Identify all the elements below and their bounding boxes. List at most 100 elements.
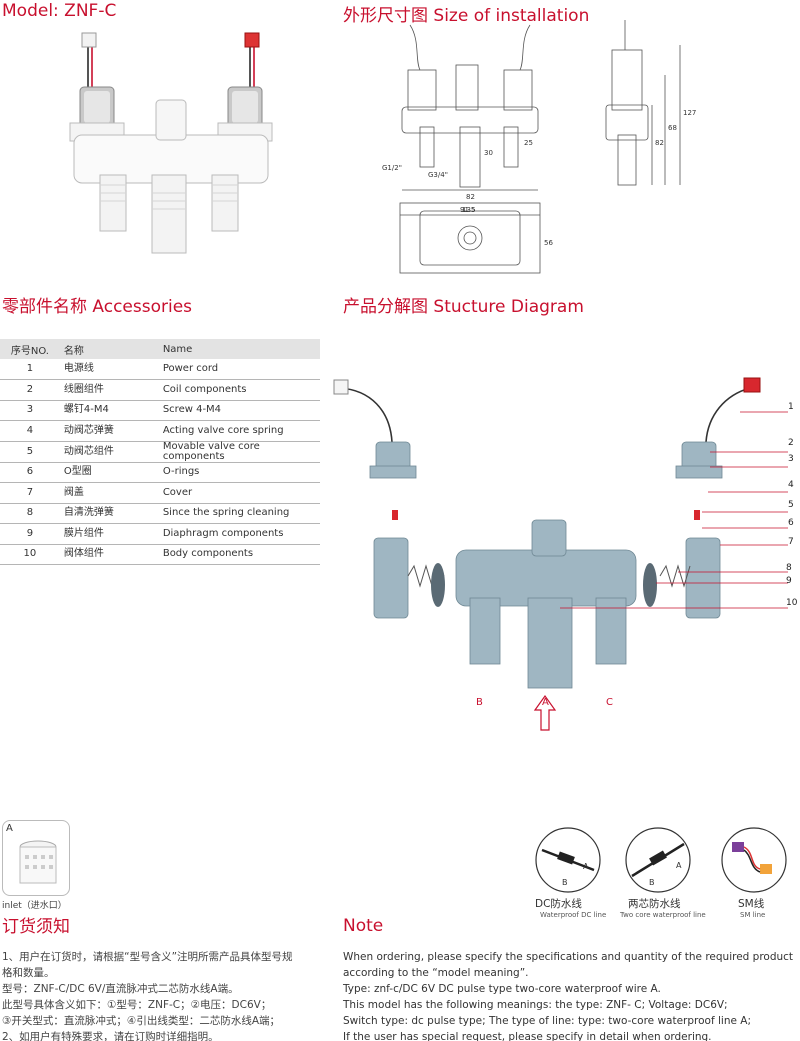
two-core-wire-label: 两芯防水线 — [628, 898, 681, 910]
dc-wire-a: A — [583, 862, 589, 871]
row-cn: 线圈组件 — [59, 379, 159, 401]
inlet-tag: A — [6, 823, 13, 834]
row-no: 4 — [0, 420, 60, 442]
dim-82-side: 82 — [655, 139, 664, 147]
callout-1: 1 — [788, 402, 794, 412]
row-no: 10 — [0, 544, 60, 565]
col-cn-name: 名称 — [59, 339, 159, 359]
callout-9: 9 — [786, 576, 792, 586]
row-en: Cover — [158, 482, 320, 504]
row-no: 9 — [0, 523, 60, 545]
installation-drawing: G1/2" G3/4" 82 30 25 135 91.5 56 127 68 … — [382, 20, 696, 274]
note-line: according to the “model meaning”. — [343, 967, 529, 979]
row-en: Since the spring cleaning — [158, 503, 320, 524]
dc-waterproof-wire-icon — [535, 827, 601, 893]
structure-diagram — [333, 377, 788, 731]
dc-wire-label: DC防水线 — [535, 898, 582, 910]
order-line: 2、如用户有特殊要求，请在订购时详细指明。 — [2, 1031, 219, 1041]
row-no: 8 — [0, 503, 60, 524]
row-en: Body components — [158, 544, 320, 565]
callout-5: 5 — [788, 500, 794, 510]
dc-wire-b: B — [562, 878, 568, 887]
row-cn: 动阀芯弹簧 — [59, 420, 159, 442]
col-en-name: Name — [158, 339, 320, 359]
inlet-label: inlet（进水口） — [2, 901, 67, 911]
note-text: When ordering, please specify the specif… — [343, 949, 798, 1041]
callout-4: 4 — [788, 480, 794, 490]
structure-title: 产品分解图 Stucture Diagram — [343, 297, 584, 317]
order-line: 此型号具体含义如下：①型号：ZNF-C；②电压：DC6V； — [2, 999, 272, 1011]
size-title: 外形尺寸图 Size of installation — [343, 6, 590, 26]
dim-g34: G3/4" — [428, 171, 448, 179]
note-line: If the user has special request, please … — [343, 1031, 712, 1041]
row-cn: 自清洗弹簧 — [59, 503, 159, 524]
accessories-title: 零部件名称 Accessories — [2, 297, 193, 317]
dim-56: 56 — [544, 239, 553, 247]
note-line: Type: znf-c/DC 6V DC pulse type two-core… — [343, 983, 661, 995]
order-line: 1、用户在订货时，请根据“型号含义”注明所需产品具体型号规 — [2, 951, 293, 963]
callout-2: 2 — [788, 438, 794, 448]
row-no: 1 — [0, 359, 60, 380]
port-c-label: C — [606, 697, 613, 708]
row-no: 6 — [0, 462, 60, 483]
two-core-wire-a: A — [676, 861, 682, 870]
row-en: Power cord — [158, 359, 320, 380]
callout-8: 8 — [786, 563, 792, 573]
dim-135: 135 — [462, 206, 475, 214]
order-line: 格和数量。 — [2, 967, 55, 979]
inlet-box: A — [2, 820, 70, 896]
note-title: Note — [343, 916, 384, 936]
order-line: ③开关型式：直流脉冲式；④引出线类型：二芯防水线A端； — [2, 1015, 281, 1027]
order-line: 型号：ZNF-C/DC 6V/直流脉冲式二芯防水线A端。 — [2, 983, 239, 995]
dim-82: 82 — [466, 193, 475, 201]
callout-6: 6 — [788, 518, 794, 528]
product-photo — [69, 32, 273, 254]
row-cn: O型圈 — [59, 462, 159, 483]
two-core-wire-sub: Two core waterproof line — [620, 911, 706, 919]
callout-3: 3 — [788, 454, 794, 464]
port-b-label: B — [476, 697, 483, 708]
note-line: This model has the following meanings: t… — [343, 999, 728, 1011]
row-cn: 膜片组件 — [59, 523, 159, 545]
col-no: 序号NO. — [0, 339, 60, 359]
dim-127: 127 — [683, 109, 696, 117]
row-no: 3 — [0, 400, 60, 421]
dim-68: 68 — [668, 124, 677, 132]
row-no: 5 — [0, 441, 60, 463]
sm-wire-label: SM线 — [738, 898, 765, 910]
note-line: When ordering, please specify the specif… — [343, 951, 794, 963]
row-no: 7 — [0, 482, 60, 504]
row-en: Acting valve core spring — [158, 420, 320, 442]
callout-7: 7 — [788, 537, 794, 547]
row-cn: 电源线 — [59, 359, 159, 380]
dim-25: 25 — [524, 139, 533, 147]
port-a-label: A — [542, 697, 549, 708]
dim-30: 30 — [484, 149, 493, 157]
row-en: Coil components — [158, 379, 320, 401]
note-line: Switch type: dc pulse type; The type of … — [343, 1015, 752, 1027]
two-core-wire-b: B — [649, 878, 655, 887]
row-en: Movable valve core components — [158, 441, 320, 463]
row-en: O-rings — [158, 462, 320, 483]
two-core-wire-icon — [625, 827, 691, 893]
row-cn: 阀体组件 — [59, 544, 159, 565]
row-cn: 动阀芯组件 — [59, 441, 159, 463]
order-instructions: 1、用户在订货时，请根据“型号含义”注明所需产品具体型号规 格和数量。 型号：Z… — [2, 949, 332, 1041]
row-cn: 阀盖 — [59, 482, 159, 504]
model-title: Model: ZNF-C — [2, 1, 117, 21]
order-title: 订货须知 — [2, 917, 70, 937]
dc-wire-sub: Waterproof DC line — [540, 911, 607, 919]
sm-wire-sub: SM line — [740, 911, 766, 919]
row-en: Diaphragm components — [158, 523, 320, 545]
